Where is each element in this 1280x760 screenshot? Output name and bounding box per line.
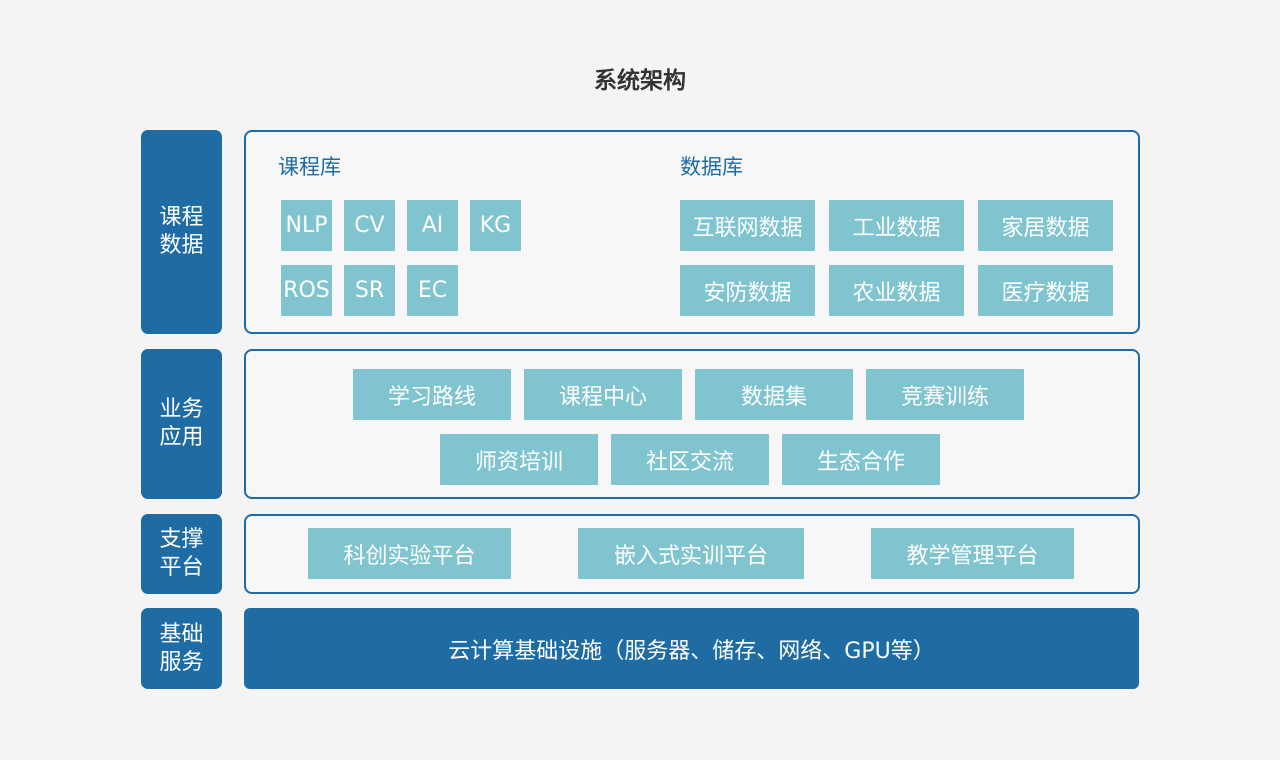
- course-tile: EC: [407, 265, 458, 316]
- business-tile: 课程中心: [524, 369, 682, 420]
- support-platform-panel: 科创实验平台 嵌入式实训平台 教学管理平台: [244, 514, 1140, 594]
- course-tile: AI: [407, 200, 458, 251]
- course-tile: CV: [344, 200, 395, 251]
- layer-label-business-app: 业务应用: [141, 349, 222, 499]
- layer-label-support-platform: 支撑平台: [141, 514, 222, 594]
- course-tile: KG: [470, 200, 521, 251]
- layer-label-course-data: 课程数据: [141, 130, 222, 334]
- layer-label-text: 课程数据: [159, 205, 204, 258]
- support-tile: 嵌入式实训平台: [578, 528, 804, 579]
- business-tile: 师资培训: [440, 434, 598, 485]
- database-tile: 工业数据: [829, 200, 964, 251]
- course-data-panel: 课程库 数据库 NLP CV AI KG ROS SR EC 互联网数据 工业数…: [244, 130, 1140, 334]
- database-tile: 农业数据: [829, 265, 964, 316]
- support-tile: 科创实验平台: [308, 528, 511, 579]
- database-tile: 医疗数据: [978, 265, 1113, 316]
- business-tile: 社区交流: [611, 434, 769, 485]
- database-tile: 家居数据: [978, 200, 1113, 251]
- business-tile: 学习路线: [353, 369, 511, 420]
- business-app-panel: 学习路线 课程中心 数据集 竞赛训练 师资培训 社区交流 生态合作: [244, 349, 1140, 499]
- course-tile: ROS: [281, 265, 332, 316]
- database-tile: 安防数据: [680, 265, 815, 316]
- layer-label-text: 业务应用: [159, 397, 204, 450]
- infrastructure-bar: 云计算基础设施（服务器、储存、网络、GPU等）: [244, 608, 1139, 689]
- layer-label-base-service: 基础服务: [141, 608, 222, 689]
- infrastructure-text: 云计算基础设施（服务器、储存、网络、GPU等）: [448, 638, 935, 664]
- layer-label-text: 支撑平台: [159, 527, 204, 580]
- database-title: 数据库: [680, 155, 743, 179]
- support-tile: 教学管理平台: [871, 528, 1074, 579]
- course-tile: SR: [344, 265, 395, 316]
- layer-label-text: 基础服务: [159, 621, 204, 675]
- business-tile: 数据集: [695, 369, 853, 420]
- business-tile: 生态合作: [782, 434, 940, 485]
- course-library-title: 课程库: [278, 155, 341, 179]
- page-title: 系统架构: [594, 68, 686, 94]
- database-tile: 互联网数据: [680, 200, 815, 251]
- business-tile: 竞赛训练: [866, 369, 1024, 420]
- course-tile: NLP: [281, 200, 332, 251]
